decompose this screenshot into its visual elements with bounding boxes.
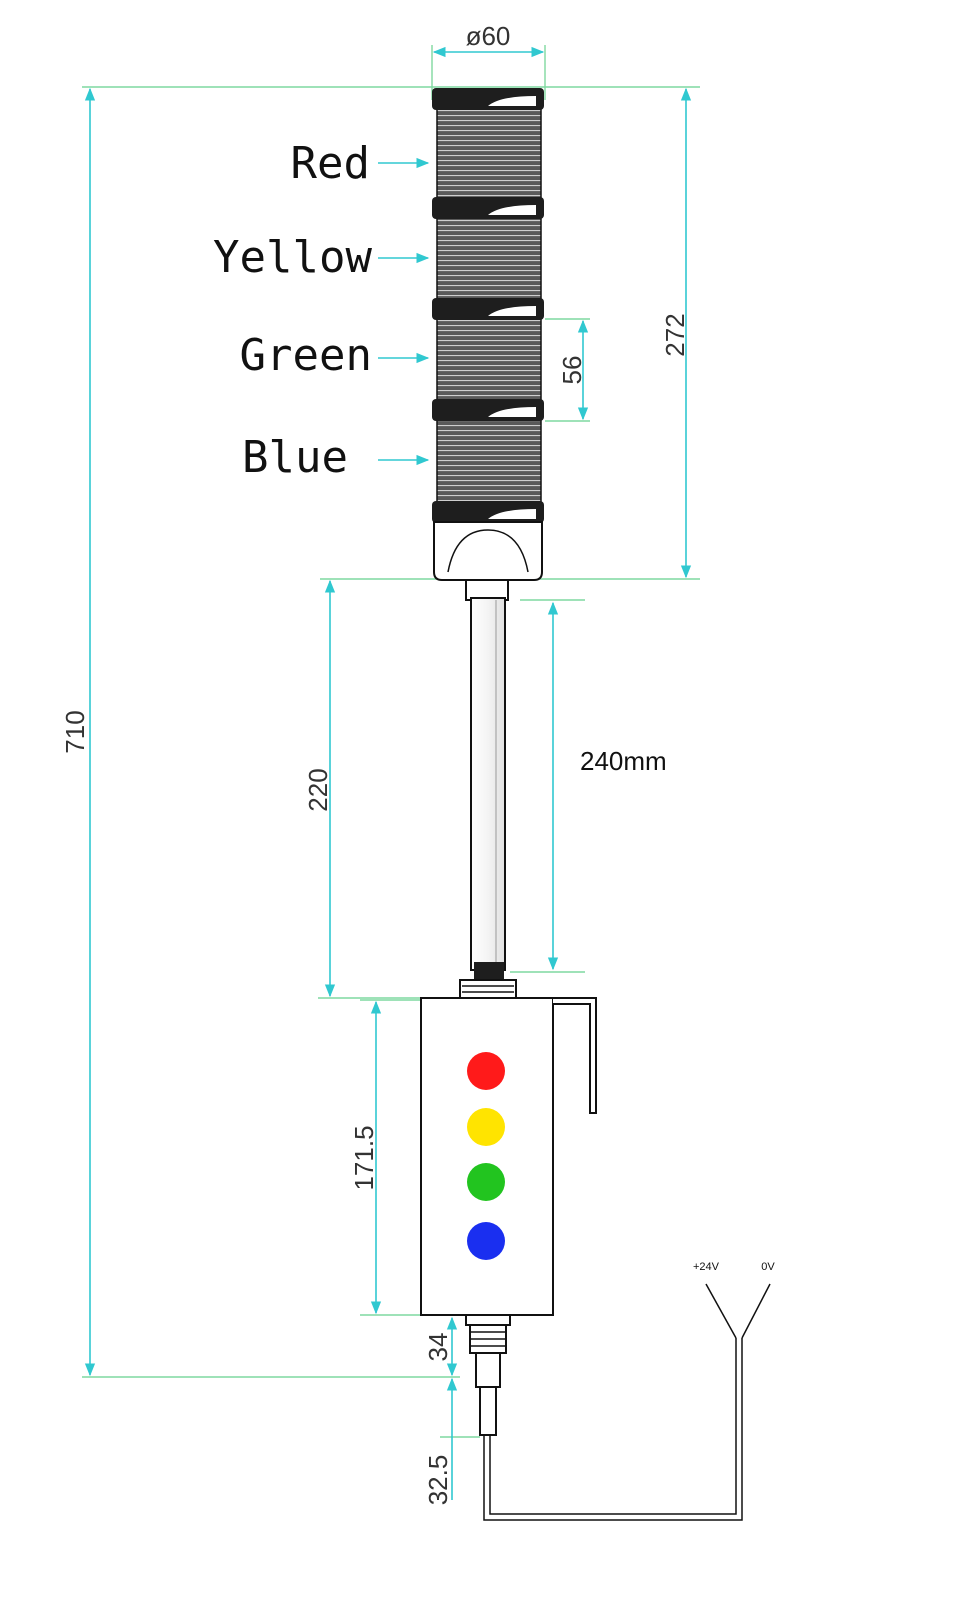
tier-label-blue: Blue [242,432,348,483]
light-height-label: 272 [660,313,690,356]
cable [483,1283,771,1521]
tier-green-body [436,317,542,401]
extension-lines [82,45,700,1438]
tier-ring-2 [432,298,544,320]
indicator-yellow [467,1108,505,1146]
diameter-label: ø60 [466,21,511,51]
negative-voltage-label: 0V [761,1261,775,1273]
wire-negative [741,1283,771,1339]
dimension-labels: ø60 710 272 56 220 240mm 171.5 34 32.5 [60,21,690,1505]
signal-tower-stack [432,88,544,581]
tier-labels: Red Yellow Green Blue [213,138,372,483]
tier-label-yellow: Yellow [213,232,372,283]
tier-label-green: Green [240,330,372,381]
pole-collar [474,962,504,980]
cable-gland [465,1314,511,1436]
wiring-labels: +24V 0V [693,1261,775,1273]
box-height-label: 171.5 [349,1125,379,1190]
tier-label-red: Red [291,138,370,189]
wire-positive [705,1283,737,1339]
pole-exposed-label: 240mm [580,746,667,776]
mounting-pole [459,579,517,999]
control-box [420,997,597,1316]
pole-nut [459,979,517,999]
dimension-lines [84,46,692,1500]
tier-ring-4 [432,501,544,523]
tier-yellow-body [436,216,542,300]
positive-voltage-label: +24V [693,1261,720,1273]
tier-ring-top [432,88,544,110]
indicator-red [467,1052,505,1090]
tier-ring-3 [432,399,544,421]
tier-label-arrows [378,157,430,466]
tier-height-label: 56 [557,356,587,385]
gland-length-label: 34 [423,1333,453,1362]
tier-blue-body [436,419,542,503]
indicator-blue [467,1222,505,1260]
pole-length-label: 220 [303,768,333,811]
overall-height-label: 710 [60,710,90,753]
tier-red-body [436,107,542,199]
mounting-bracket [553,997,597,1114]
indicator-green [467,1163,505,1201]
tier-ring-1 [432,197,544,219]
cable-stub-label: 32.5 [423,1455,453,1506]
tower-base [433,521,543,581]
